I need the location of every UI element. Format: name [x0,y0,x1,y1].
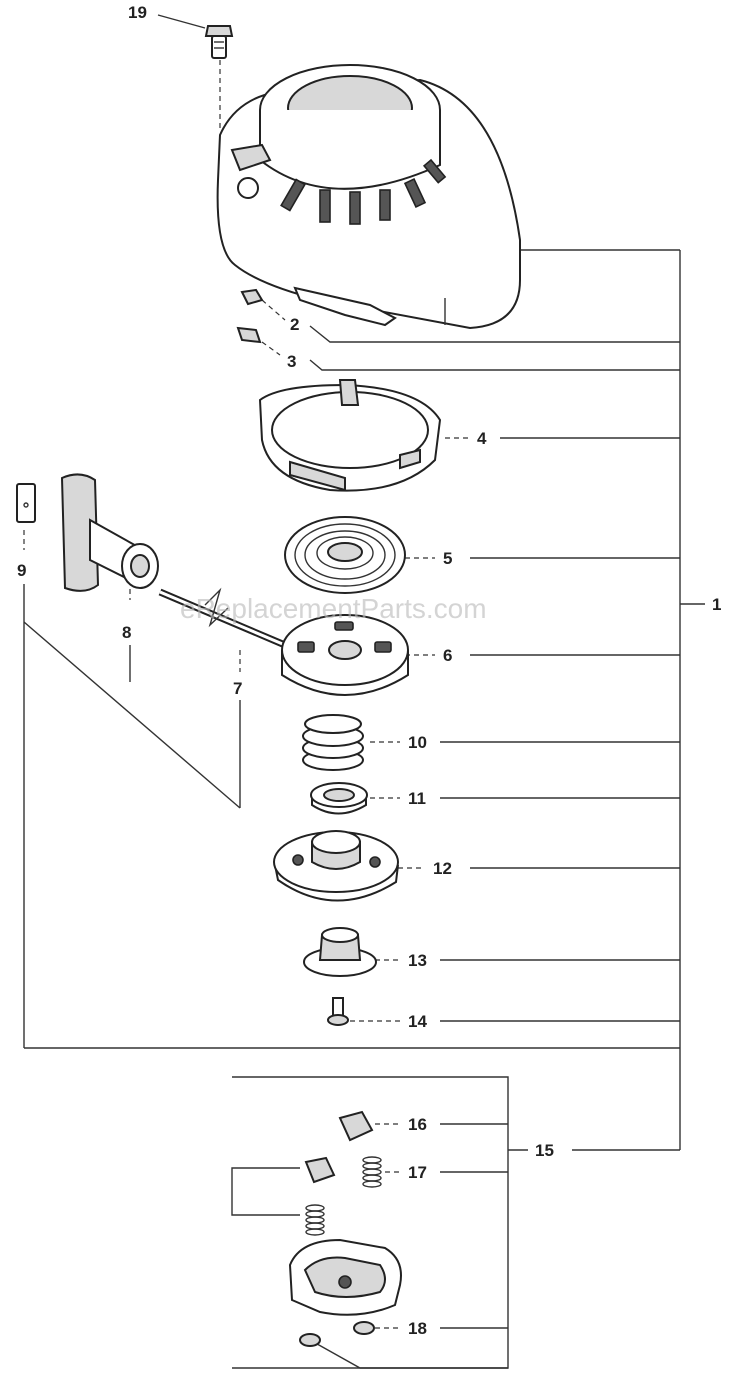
callout-17: 17 [408,1163,427,1182]
callout-11: 11 [408,789,426,808]
callout-7: 7 [233,679,242,698]
pawl-spring-17-icon [304,1156,382,1236]
callout-1: 1 [712,595,721,614]
pawl-plate-15-icon [288,1238,402,1316]
drive-cup-13-icon [303,927,377,977]
clip-2-icon [240,288,264,306]
callout-2: 2 [290,315,299,334]
starter-handle-8-icon [60,473,159,592]
callout-14: 14 [408,1012,427,1031]
callout-18: 18 [408,1319,427,1338]
pawl-16-icon [338,1110,374,1142]
callout-labels: 19 2 3 4 5 6 7 8 9 10 11 12 13 14 15 16 … [17,3,721,1338]
starter-housing-icon [216,64,521,330]
callout-3: 3 [287,352,296,371]
screw-14-icon [327,997,349,1026]
watermark: eReplacementParts.com [180,593,487,624]
tag-9-icon [16,483,36,523]
callout-9: 9 [17,561,26,580]
bracket-handle-rope [23,530,241,1048]
callout-16: 16 [408,1115,427,1134]
ratchet-hub-12-icon [273,830,399,902]
callout-19: 19 [128,3,147,22]
callout-10: 10 [408,733,427,752]
bolt-19-icon [204,25,234,59]
ratchet-ring-11-icon [310,782,368,815]
bracket-assembly-15 [231,1076,528,1369]
bracket-assembly-1 [24,249,705,1151]
pulley-reel-6-icon [281,614,409,696]
spiral-spring-5-icon [284,516,406,594]
callout-13: 13 [408,951,427,970]
callout-8: 8 [122,623,131,642]
guide-ring-4-icon [258,379,442,492]
callout-15: 15 [535,1141,554,1160]
retaining-clip-18-icon [299,1321,375,1347]
coil-spring-10-icon [302,714,364,771]
callout-12: 12 [433,859,452,878]
rope-7-icon [158,587,294,652]
callout-6: 6 [443,646,452,665]
leader-lines [157,14,470,1329]
callout-5: 5 [443,549,452,568]
pin-3-icon [236,326,262,344]
callout-4: 4 [477,429,487,448]
